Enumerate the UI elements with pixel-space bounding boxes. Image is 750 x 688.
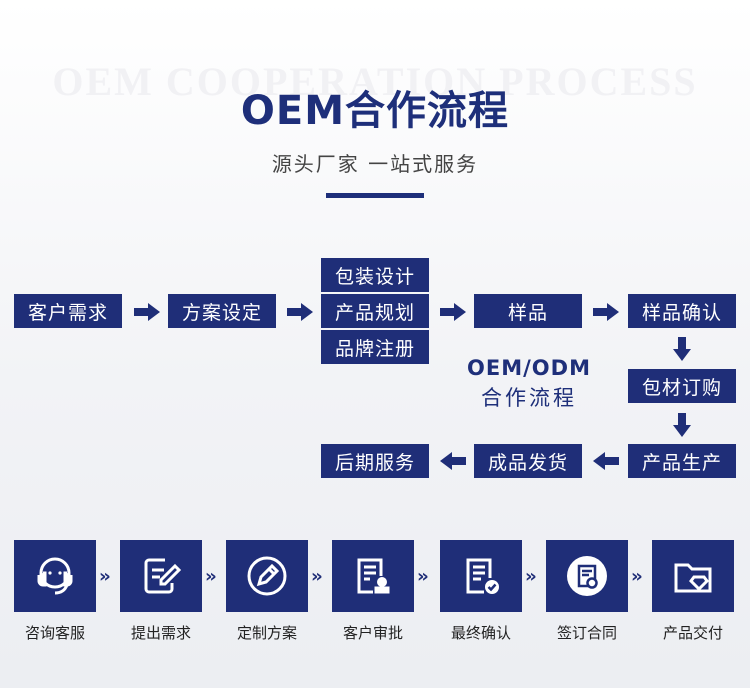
chevron-right-icon: ›› — [99, 566, 111, 587]
step-label: 签订合同 — [556, 624, 617, 642]
step-label: 咨询客服 — [24, 624, 85, 642]
step-label: 最终确认 — [450, 624, 511, 642]
step-label: 客户审批 — [342, 624, 403, 642]
step-tile-request — [120, 540, 202, 612]
step-label: 产品交付 — [662, 624, 723, 642]
flow-box-product-planning: 产品规划 — [321, 294, 429, 328]
title-underline — [326, 193, 424, 198]
flow-box-plan-setting: 方案设定 — [168, 294, 276, 328]
approval-document-icon — [357, 558, 390, 594]
step-tile-approval — [332, 540, 414, 612]
chevron-right-icon: ›› — [525, 566, 537, 587]
step-tile-consult — [14, 540, 96, 612]
flow-box-sample-confirm: 样品确认 — [628, 294, 736, 328]
step-tile-final-confirm — [440, 540, 522, 612]
arrow-right-icon — [134, 303, 160, 321]
flow-box-material-order: 包材订购 — [628, 369, 736, 403]
center-label-line1: OEM/ODM — [467, 356, 591, 380]
arrow-right-icon — [287, 303, 313, 321]
flow-box-shipping: 成品发货 — [474, 444, 582, 478]
chevron-right-icon: ›› — [205, 566, 217, 587]
step-tile-custom-plan — [226, 540, 308, 612]
step-tile-delivery — [652, 540, 734, 612]
center-flow-label: OEM/ODM 合作流程 — [444, 356, 614, 412]
chevron-right-icon: ›› — [311, 566, 323, 587]
step-label: 定制方案 — [236, 624, 297, 642]
flow-box-customer-demand: 客户需求 — [14, 294, 122, 328]
chevron-right-icon: ›› — [417, 566, 429, 587]
headset-icon — [37, 557, 73, 595]
flow-box-sample: 样品 — [474, 294, 582, 328]
arrow-left-icon — [593, 452, 619, 470]
delivery-folder-icon — [674, 563, 712, 593]
step-tile-contract — [546, 540, 628, 612]
center-label-line2: 合作流程 — [481, 386, 577, 410]
page-title: OEM合作流程 — [240, 88, 510, 134]
edit-document-icon — [144, 558, 182, 594]
contract-icon — [567, 556, 607, 596]
step-label: 提出需求 — [130, 624, 191, 642]
arrow-right-icon — [593, 303, 619, 321]
arrow-down-icon — [673, 413, 691, 437]
flow-box-after-sales: 后期服务 — [321, 444, 429, 478]
pencil-circle-icon — [247, 556, 287, 596]
arrow-down-icon — [673, 337, 691, 361]
flow-box-brand-registration: 品牌注册 — [321, 330, 429, 364]
checklist-icon — [466, 558, 499, 594]
watermark-text: OEM COOPERATION PROCESS — [52, 59, 698, 104]
flow-box-packaging-design: 包装设计 — [321, 258, 429, 292]
flow-box-production: 产品生产 — [628, 444, 736, 478]
chevron-right-icon: ›› — [631, 566, 643, 587]
arrow-right-icon — [440, 303, 466, 321]
page-subtitle: 源头厂家 一站式服务 — [271, 152, 479, 176]
arrow-left-icon — [440, 452, 466, 470]
